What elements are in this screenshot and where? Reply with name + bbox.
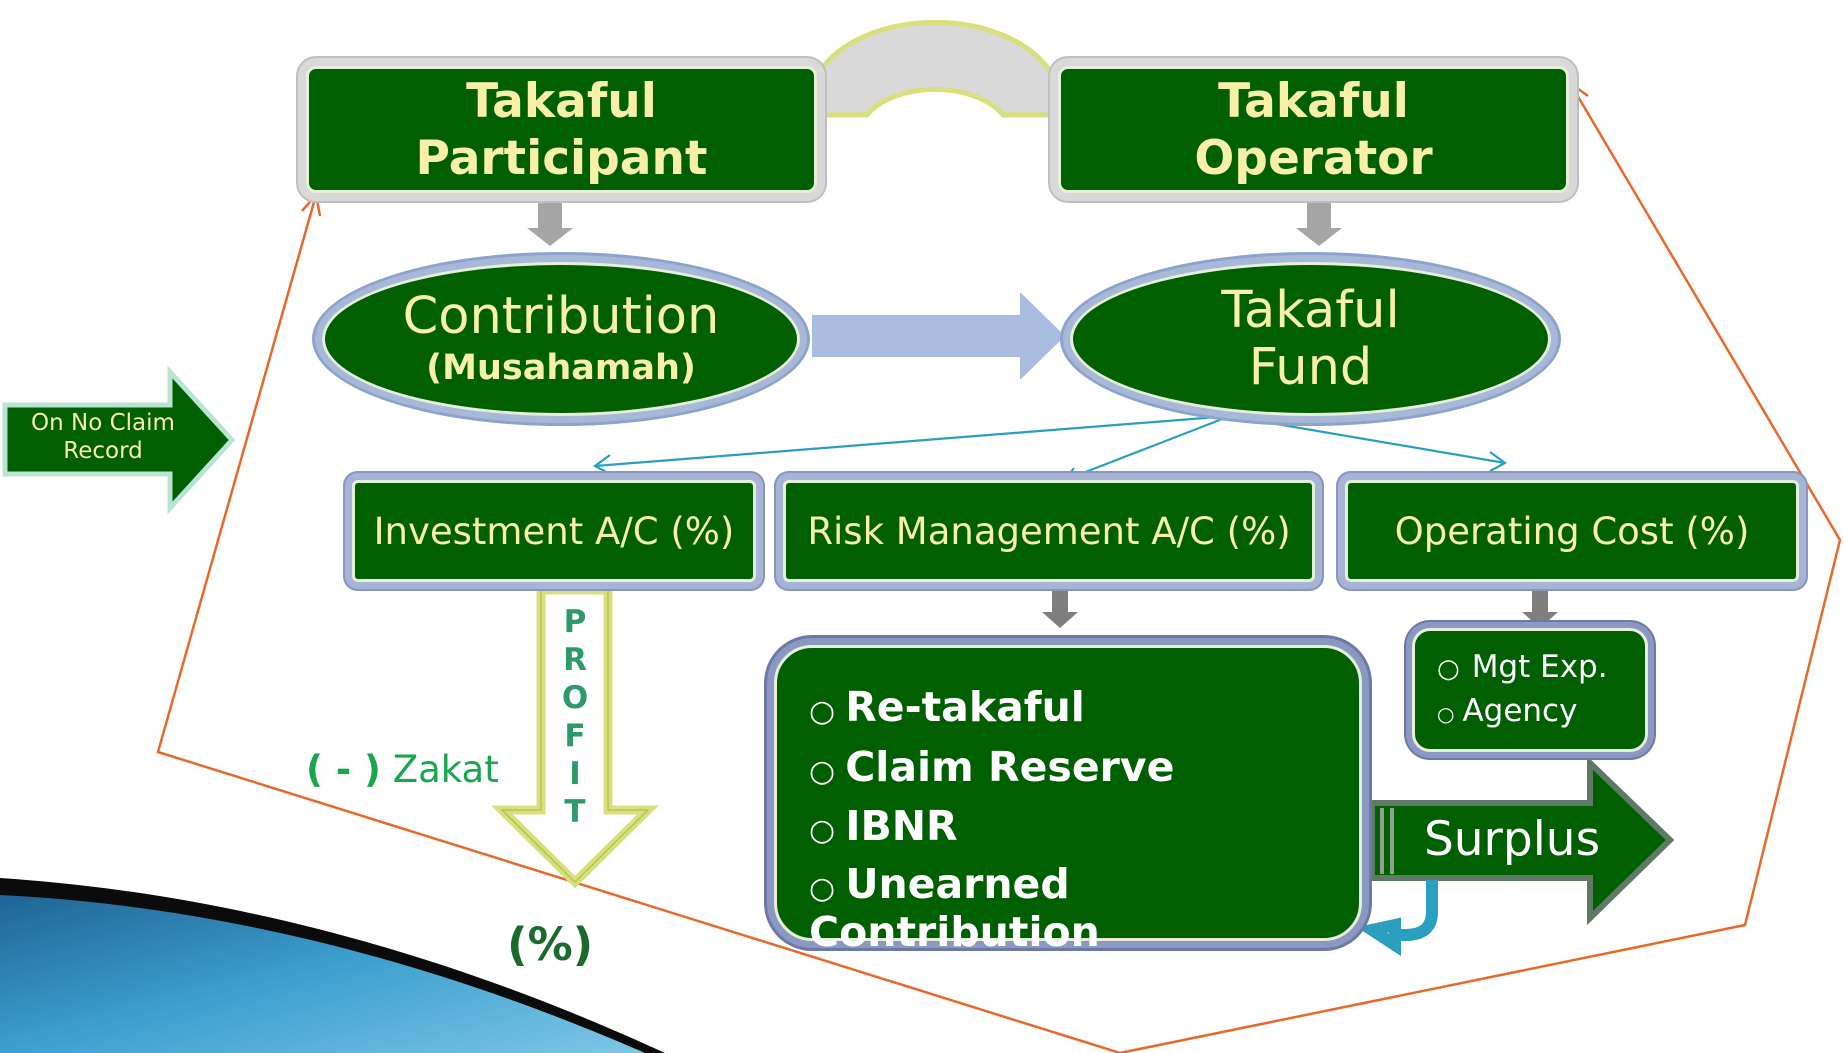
investment-account-box: Investment A/C (%) (352, 480, 756, 582)
operating-cost-label: Operating Cost (%) (1394, 509, 1750, 553)
contribution-ellipse: Contribution (Musahamah) (322, 262, 800, 416)
no-claim-arrow (2, 365, 236, 515)
down-arrow-operator (1296, 202, 1342, 246)
no-claim-line1: On No Claim (31, 410, 175, 436)
risk-item: ○ Re-takaful (809, 683, 1085, 731)
participant-line2: Participant (415, 130, 708, 186)
risk-management-account-label: Risk Management A/C (%) (807, 509, 1291, 553)
bullet-icon: ○ (1437, 702, 1455, 726)
zakat-text: Zakat (392, 748, 499, 791)
risk-item: ○ Claim Reserve (809, 743, 1174, 791)
profit-letter: R (563, 642, 587, 678)
profit-letter: O (561, 680, 589, 716)
bullet-icon: ○ (809, 871, 836, 906)
return-arrow (1356, 880, 1438, 957)
takaful-operator-box: Takaful Operator (1058, 66, 1569, 193)
cost-item: ○ Agency (1437, 693, 1577, 729)
takaful-participant-box: Takaful Participant (306, 66, 817, 193)
operating-cost-box: Operating Cost (%) (1345, 480, 1799, 582)
fund-line1: Takaful (1221, 281, 1400, 340)
risk-item-label: Claim Reserve (845, 743, 1175, 791)
profit-percent: (%) (507, 918, 594, 971)
risk-item: ○Unearned Contribution (809, 860, 1359, 956)
profit-letter: T (564, 794, 586, 830)
cost-item-label: Agency (1462, 693, 1578, 729)
profit-letter: P (563, 604, 587, 640)
risk-management-account-box: Risk Management A/C (%) (783, 480, 1315, 582)
down-arrow-participant (527, 202, 573, 246)
zakat-sign: ( - ) (306, 748, 381, 791)
investment-account-label: Investment A/C (%) (373, 509, 735, 553)
fund-line2: Fund (1248, 338, 1373, 397)
cost-item: ○ Mgt Exp. (1437, 649, 1608, 685)
bridge-arch (812, 19, 1058, 118)
risk-item-label: Unearned Contribution (809, 860, 1100, 956)
profit-letter: F (564, 718, 586, 754)
flow-arrow (812, 292, 1065, 380)
corner-swoosh-edge (0, 878, 665, 1053)
cost-items-box: ○Mgt Exp. ○Agency (1412, 628, 1648, 752)
contribution-subtitle: (Musahamah) (426, 348, 696, 388)
contribution-title: Contribution (402, 287, 720, 346)
participant-line1: Takaful (466, 73, 657, 129)
surplus-label: Surplus (1423, 812, 1601, 867)
risk-item: ○ IBNR (809, 802, 958, 850)
cycle-outline (156, 82, 1842, 1053)
bullet-icon: ○ (809, 694, 836, 729)
surplus-arrow (1369, 755, 1675, 926)
down-arrow-risk (1042, 588, 1078, 628)
operator-line1: Takaful (1218, 73, 1409, 129)
fund-branches (592, 414, 1508, 482)
takaful-fund-ellipse: Takaful Fund (1070, 262, 1551, 416)
bullet-icon: ○ (809, 754, 836, 789)
down-arrow-cost (1522, 588, 1558, 628)
bullet-icon: ○ (809, 813, 836, 848)
no-claim-label: On No Claim Record (8, 409, 198, 465)
risk-items-box: ○Re-takaful ○Claim Reserve ○IBNR ○Unearn… (774, 645, 1362, 956)
operator-line2: Operator (1194, 130, 1433, 186)
cost-item-label: Mgt Exp. (1471, 649, 1608, 685)
no-claim-line2: Record (63, 438, 143, 464)
profit-letter: I (569, 756, 581, 792)
risk-item-label: IBNR (845, 802, 958, 850)
bullet-icon: ○ (1437, 654, 1460, 684)
corner-swoosh (0, 882, 660, 1053)
risk-item-label: Re-takaful (845, 683, 1085, 731)
zakat-label: ( - ) Zakat (306, 748, 499, 791)
